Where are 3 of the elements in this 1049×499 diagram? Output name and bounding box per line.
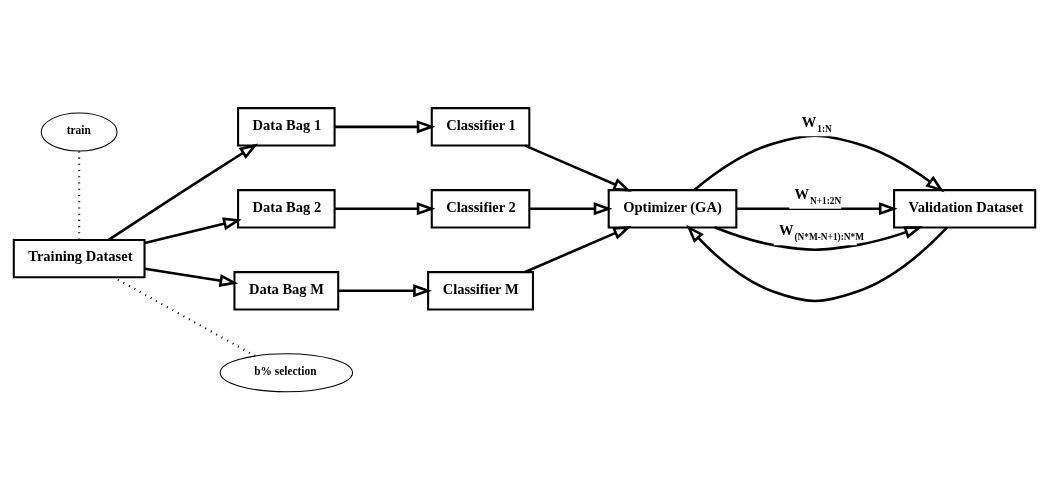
edge-label: W$_{(N*M-N+1):N*M}$ [778, 221, 865, 242]
edge-label: W$_{1:N}$ [801, 113, 832, 134]
edge-label: W$_{N+1:2N}$ [794, 185, 842, 206]
